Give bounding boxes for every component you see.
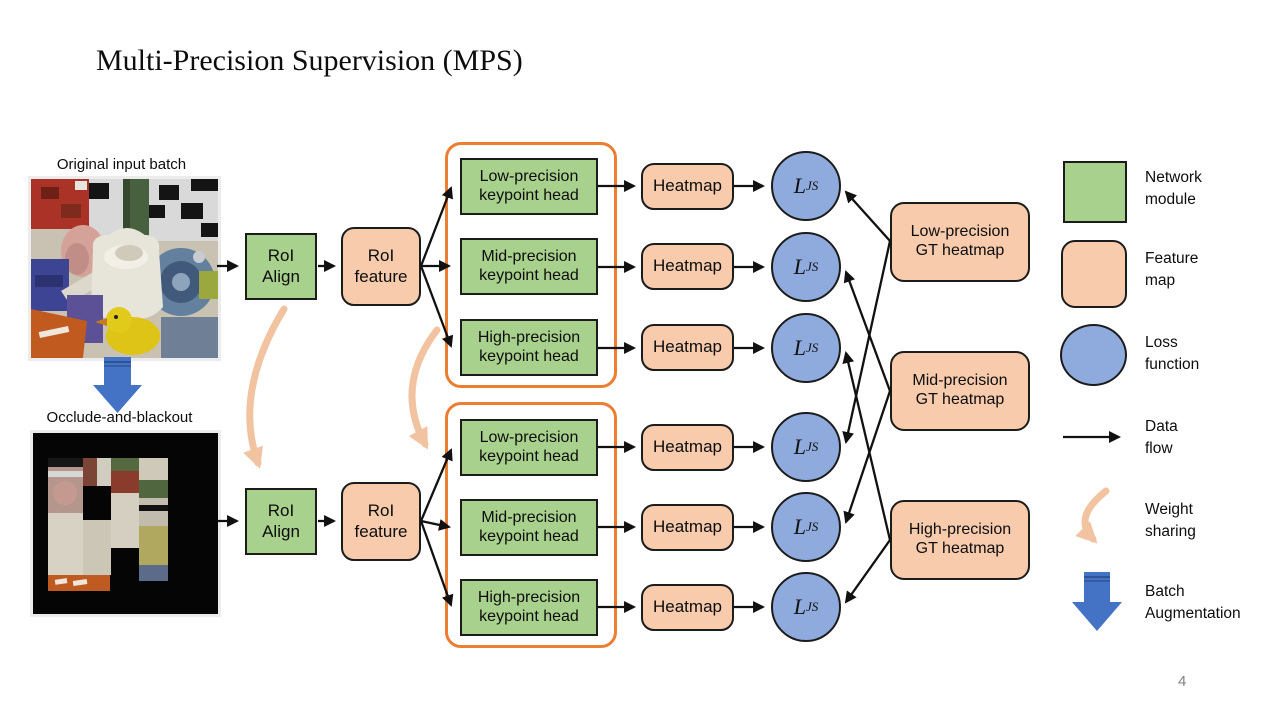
legend-network-module-swatch xyxy=(1063,161,1127,223)
legend-weight-sharing-icon xyxy=(1075,487,1110,544)
legend-weight-sharing-label: Weight sharing xyxy=(1145,501,1196,540)
legend-network-module-label: Network module xyxy=(1145,169,1202,208)
original-input-label: Original input batch xyxy=(56,156,187,173)
head-top-low: Low-precision keypoint head xyxy=(460,158,598,215)
gt-heatmap-low: Low-precision GT heatmap xyxy=(890,202,1030,282)
weight-sharing-arrows xyxy=(243,305,441,469)
slide-title: Multi-Precision Supervision (MPS) xyxy=(96,44,523,77)
head-bottom-low: Low-precision keypoint head xyxy=(460,419,598,476)
legend-batch-augmentation-label: Batch Augmentation xyxy=(1145,583,1241,622)
legend-feature-map-swatch xyxy=(1061,240,1127,308)
gt-heatmap-mid: Mid-precision GT heatmap xyxy=(890,351,1030,431)
legend-feature-map-label: Feature map xyxy=(1145,250,1199,289)
heatmap-bottom-mid: Heatmap xyxy=(641,504,734,551)
roi-align-bottom: RoI Align xyxy=(245,488,317,555)
heatmap-bottom-high: Heatmap xyxy=(641,584,734,631)
head-bottom-high: High-precision keypoint head xyxy=(460,579,598,636)
head-top-mid: Mid-precision keypoint head xyxy=(460,238,598,295)
occluded-input-label: Occlude-and-blackout xyxy=(46,409,193,426)
original-input-image xyxy=(28,176,221,361)
head-top-high: High-precision keypoint head xyxy=(460,319,598,376)
heatmap-top-high: Heatmap xyxy=(641,324,734,371)
gt-heatmap-high: High-precision GT heatmap xyxy=(890,500,1030,580)
heatmap-top-low: Heatmap xyxy=(641,163,734,210)
heatmap-top-mid: Heatmap xyxy=(641,243,734,290)
legend-loss-function-swatch xyxy=(1060,324,1127,386)
occluded-input-image xyxy=(30,430,221,617)
roi-align-top: RoI Align xyxy=(245,233,317,300)
roi-feature-top: RoI feature xyxy=(341,227,421,306)
batch-augmentation-arrow xyxy=(93,357,142,413)
gt-to-loss-arrows xyxy=(842,190,892,604)
legend-loss-function-label: Loss function xyxy=(1145,334,1200,373)
legend-batch-augmentation-icon xyxy=(1072,572,1122,631)
heatmap-bottom-low: Heatmap xyxy=(641,424,734,471)
legend-data-flow-label: Data flow xyxy=(1145,418,1178,457)
roi-feature-bottom: RoI feature xyxy=(341,482,421,561)
head-bottom-mid: Mid-precision keypoint head xyxy=(460,499,598,556)
page-number: 4 xyxy=(1178,673,1187,690)
